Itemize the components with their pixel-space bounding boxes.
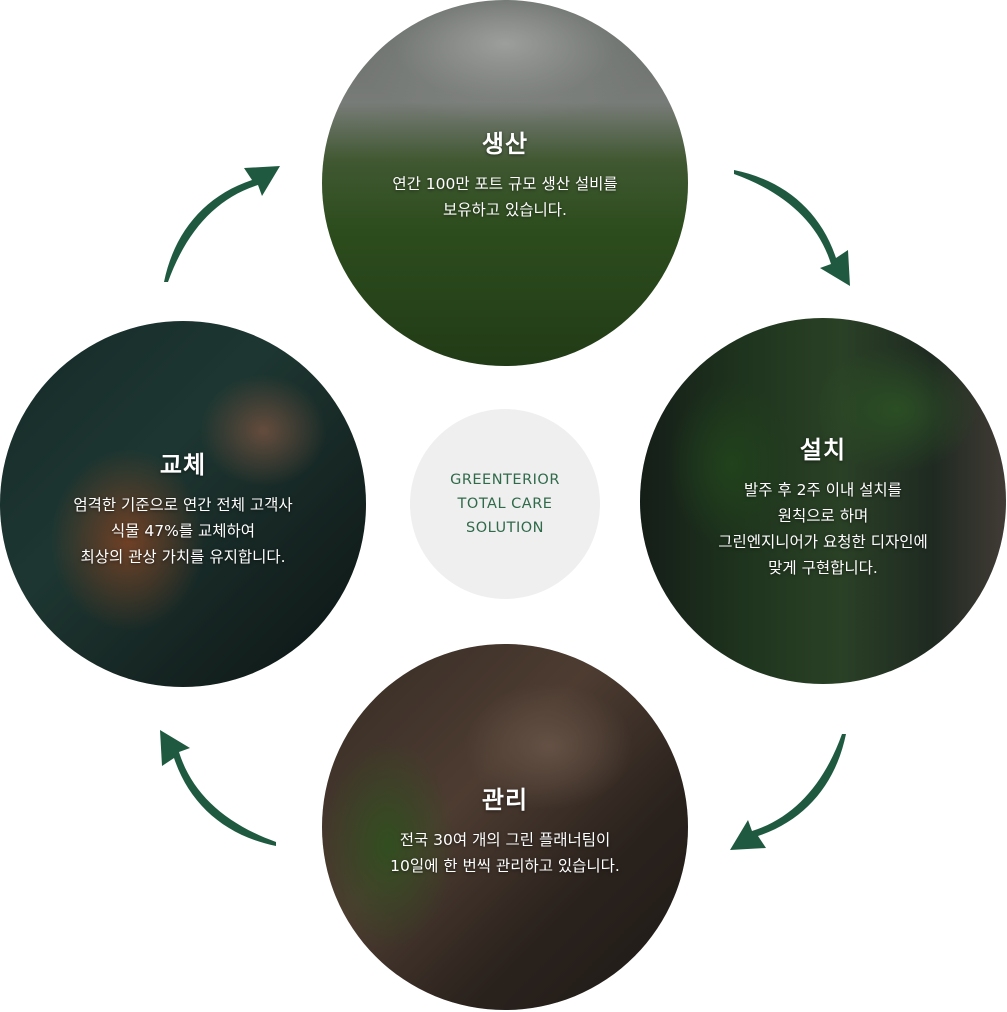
- step-replace-description: 엄격한 기준으로 연간 전체 고객사 식물 47%를 교체하여 최상의 관상 가…: [73, 496, 293, 566]
- step-install-content: 설치 발주 후 2주 이내 설치를 원칙으로 하며 그린엔지니어가 요청한 디자…: [640, 430, 1006, 581]
- photo-overlay: [322, 0, 688, 366]
- step-production-description: 연간 100만 포트 규모 생산 설비를 보유하고 있습니다.: [392, 175, 618, 219]
- curved-arrow-icon: [152, 158, 282, 288]
- center-label: GREENTERIOR TOTAL CARE SOLUTION: [410, 409, 600, 599]
- step-production-content: 생산 연간 100만 포트 규모 생산 설비를 보유하고 있습니다.: [322, 124, 688, 223]
- step-replace-content: 교체 엄격한 기준으로 연간 전체 고객사 식물 47%를 교체하여 최상의 관…: [0, 445, 366, 570]
- step-replace: 교체 엄격한 기준으로 연간 전체 고객사 식물 47%를 교체하여 최상의 관…: [0, 321, 366, 687]
- step-production-title: 생산: [481, 130, 529, 158]
- center-line-3: SOLUTION: [466, 520, 544, 536]
- center-line-1: GREENTERIOR: [450, 472, 560, 488]
- step-install-description: 발주 후 2주 이내 설치를 원칙으로 하며 그린엔지니어가 요청한 디자인에 …: [718, 481, 928, 577]
- photo-overlay: [0, 321, 366, 687]
- step-replace-title: 교체: [159, 451, 207, 479]
- step-manage-description: 전국 30여 개의 그린 플래너팀이 10일에 한 번씩 관리하고 있습니다.: [390, 831, 620, 875]
- step-install-title: 설치: [799, 436, 847, 464]
- step-manage-content: 관리 전국 30여 개의 그린 플래너팀이 10일에 한 번씩 관리하고 있습니…: [322, 780, 688, 879]
- photo-overlay: [322, 644, 688, 1010]
- curved-arrow-icon: [728, 158, 858, 288]
- center-line-2: TOTAL CARE: [457, 496, 553, 512]
- step-manage: 관리 전국 30여 개의 그린 플래너팀이 10일에 한 번씩 관리하고 있습니…: [322, 644, 688, 1010]
- curved-arrow-icon: [152, 728, 282, 858]
- curved-arrow-icon: [728, 728, 858, 858]
- step-production: 생산 연간 100만 포트 규모 생산 설비를 보유하고 있습니다.: [322, 0, 688, 366]
- step-install: 설치 발주 후 2주 이내 설치를 원칙으로 하며 그린엔지니어가 요청한 디자…: [640, 318, 1006, 684]
- photo-overlay: [640, 318, 1006, 684]
- step-manage-title: 관리: [481, 786, 529, 814]
